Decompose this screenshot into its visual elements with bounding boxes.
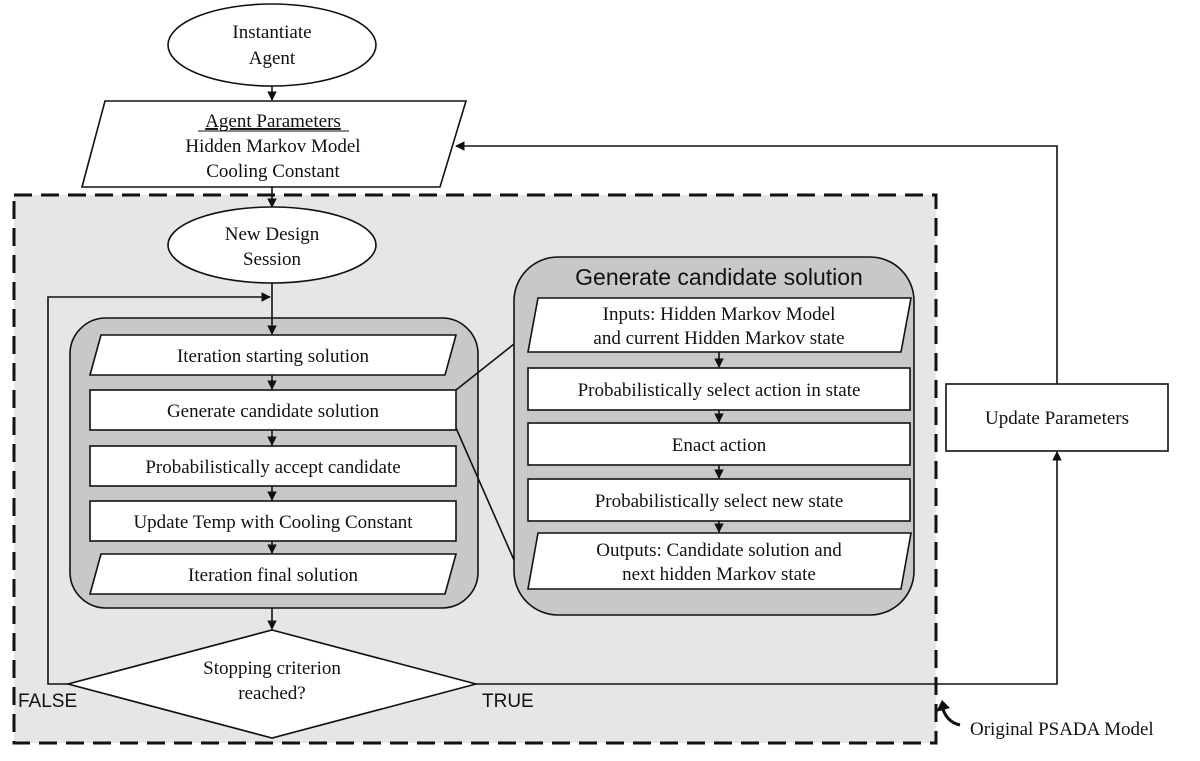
update-temp-label: Update Temp with Cooling Constant bbox=[133, 512, 413, 533]
select-state-node bbox=[527, 478, 911, 522]
agent-parameters-node bbox=[80, 100, 468, 188]
enact-action-label: Enact action bbox=[672, 435, 767, 456]
select-state-label: Probabilistically select new state bbox=[595, 491, 844, 512]
subprocess-inputs-line-2: and current Hidden Markov state bbox=[593, 328, 844, 349]
zoom-line-top bbox=[455, 343, 515, 391]
stopping-criterion-node bbox=[64, 629, 480, 739]
instantiate-line-1: Instantiate bbox=[232, 22, 311, 43]
new-session-line-2: Session bbox=[243, 249, 302, 270]
agent-parameters-line-1: Hidden Markov Model bbox=[185, 136, 360, 157]
subprocess-outputs-line-2: next hidden Markov state bbox=[622, 564, 816, 585]
accept-candidate-label: Probabilistically accept candidate bbox=[145, 457, 400, 478]
subprocess-outputs-node bbox=[527, 532, 912, 590]
accept-candidate-node bbox=[89, 445, 457, 487]
true-label: TRUE bbox=[482, 691, 534, 712]
iteration-start-label: Iteration starting solution bbox=[177, 346, 370, 367]
instantiate-agent-node bbox=[167, 3, 377, 87]
select-action-label: Probabilistically select action in state bbox=[578, 380, 861, 401]
stopping-line-1: Stopping criterion bbox=[203, 658, 341, 679]
arrow-false-loop bbox=[47, 292, 271, 685]
false-label: FALSE bbox=[18, 691, 77, 712]
iteration-final-node bbox=[88, 553, 458, 595]
agent-parameters-heading: Agent Parameters bbox=[205, 111, 341, 132]
zoom-line-bottom bbox=[455, 427, 515, 561]
subprocess-title: Generate candidate solution bbox=[575, 264, 863, 290]
enact-action-node bbox=[527, 422, 911, 466]
iteration-final-label: Iteration final solution bbox=[188, 565, 358, 586]
stopping-line-2: reached? bbox=[238, 683, 306, 704]
arrow-update-to-params bbox=[455, 141, 1058, 384]
agent-parameters-line-2: Cooling Constant bbox=[206, 161, 340, 182]
subprocess-inputs-line-1: Inputs: Hidden Markov Model bbox=[603, 304, 836, 325]
subprocess-inputs-node bbox=[527, 297, 912, 353]
update-temp-node bbox=[89, 500, 457, 542]
arrow-true-to-update bbox=[476, 451, 1062, 685]
callout-arrow-head bbox=[936, 700, 950, 712]
new-design-session-node bbox=[167, 206, 377, 284]
subprocess-outputs-line-1: Outputs: Candidate solution and bbox=[596, 540, 842, 561]
generate-candidate-node bbox=[89, 389, 457, 431]
iteration-start-node bbox=[88, 334, 458, 376]
new-session-line-1: New Design bbox=[225, 224, 320, 245]
original-model-label: Original PSADA Model bbox=[970, 719, 1154, 740]
generate-candidate-label: Generate candidate solution bbox=[167, 401, 380, 422]
update-parameters-label: Update Parameters bbox=[985, 408, 1129, 429]
instantiate-line-2: Agent bbox=[249, 48, 296, 69]
